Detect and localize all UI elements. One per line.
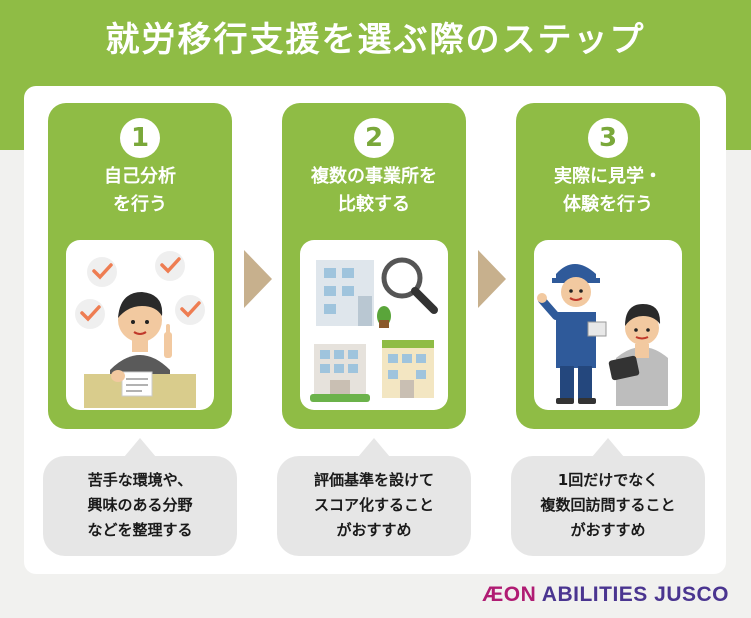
next-arrow-icon: [244, 250, 272, 308]
page-title: 就労移行支援を選ぶ際のステップ: [105, 20, 646, 60]
step-title: 実際に見学・ 体験を行う: [554, 166, 662, 215]
logo-company-text: ABILITIES JUSCO: [536, 583, 729, 606]
step-note-bubble-2: 評価基準を設けて スコア化すること がおすすめ: [277, 438, 471, 556]
apartment-building-icon: [310, 344, 370, 402]
compare-offices-illustration: [300, 240, 448, 410]
step-card-1: 1 自己分析 を行う: [48, 103, 232, 429]
magnifier-icon: [381, 257, 438, 314]
check-bubble-icon: [155, 251, 185, 281]
check-bubble-icon: [175, 295, 205, 325]
bubble-tail: [358, 438, 390, 457]
step-number-badge: 2: [354, 118, 394, 158]
step-note-bubble-1: 苦手な環境や、 興味のある分野 などを整理する: [43, 438, 237, 556]
step-title: 自己分析 を行う: [104, 166, 176, 215]
plant-icon: [377, 306, 391, 328]
desk-icon: [84, 370, 196, 408]
step-card-2: 2 複数の事業所を 比較する: [282, 103, 466, 429]
step-note-bubble-3: 1回だけでなく 複数回訪問すること がおすすめ: [511, 438, 705, 556]
check-bubble-icon: [87, 257, 117, 287]
bubble-text: 苦手な環境や、 興味のある分野 などを整理する: [87, 471, 193, 539]
visit-trial-illustration: [534, 240, 682, 410]
bubble-tail: [592, 438, 624, 457]
step-title: 複数の事業所を 比較する: [311, 166, 437, 215]
step-number-badge: 3: [588, 118, 628, 158]
step-card-3: 3 実際に見学・ 体験を行う: [516, 103, 700, 429]
company-logo: ÆON ABILITIES JUSCO: [482, 583, 729, 607]
visitor-with-tablet-icon: [608, 304, 668, 406]
bubble-text: 1回だけでなく 複数回訪問すること がおすすめ: [540, 471, 676, 539]
worker-guide-icon: [537, 264, 607, 404]
bubble-text: 評価基準を設けて スコア化すること がおすすめ: [313, 471, 434, 539]
self-analysis-illustration: [66, 240, 214, 410]
office-building-icon: [316, 260, 374, 326]
man-thinking-icon: [110, 292, 172, 384]
office-building-icon: [382, 340, 434, 398]
next-arrow-icon: [478, 250, 506, 308]
check-bubble-icon: [75, 299, 105, 329]
logo-aeon-text: ÆON: [482, 583, 537, 606]
bubble-tail: [124, 438, 156, 457]
step-number-badge: 1: [120, 118, 160, 158]
